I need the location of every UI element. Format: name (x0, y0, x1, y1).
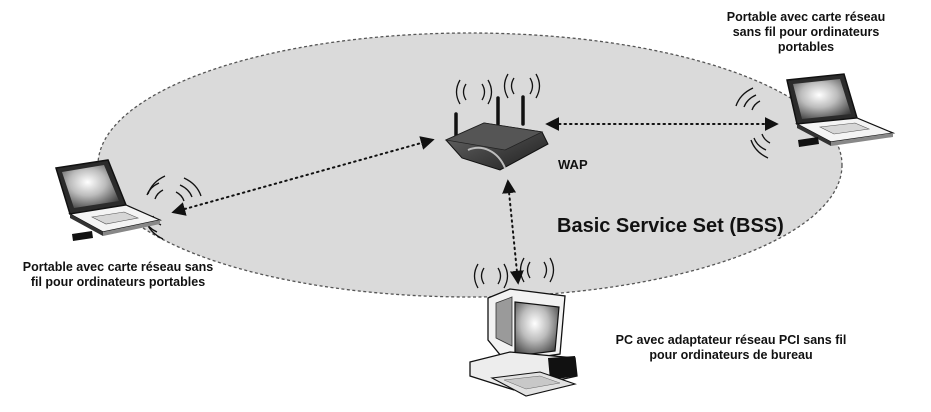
wireless-waves-icon-left (144, 175, 202, 240)
label-pc: PC avec adaptateur réseau PCI sans fil p… (592, 333, 870, 363)
label-laptop-right-line3: portables (777, 40, 835, 54)
label-laptop-left-line1: Portable avec carte réseau sans (22, 260, 214, 274)
link-left-wap (171, 136, 435, 216)
wireless-waves-icon-right (735, 87, 771, 159)
label-pc-line2: pour ordinateurs de bureau (649, 348, 813, 362)
label-laptop-right-line1: Portable avec carte réseau (726, 10, 886, 24)
bss-area-ellipse (97, 32, 843, 298)
link-wap-pc (502, 179, 524, 285)
label-bss: Basic Service Set (BSS) (557, 215, 784, 237)
wireless-waves-icon-wap (455, 73, 541, 105)
desktop-pc-icon (469, 288, 578, 397)
laptop-icon-right (786, 73, 896, 147)
label-laptop-right: Portable avec carte réseau sans fil pour… (713, 10, 899, 55)
laptop-icon-left (55, 159, 162, 241)
label-laptop-right-line2: sans fil pour ordinateurs (732, 25, 880, 39)
label-pc-line1: PC avec adaptateur réseau PCI sans fil (615, 333, 847, 347)
label-laptop-left-line2: fil pour ordinateurs portables (30, 275, 206, 289)
label-laptop-left: Portable avec carte réseau sans fil pour… (2, 260, 234, 290)
label-wap: WAP (558, 157, 588, 172)
wireless-waves-icon-pc (473, 257, 555, 289)
wireless-access-point-icon (444, 95, 549, 171)
